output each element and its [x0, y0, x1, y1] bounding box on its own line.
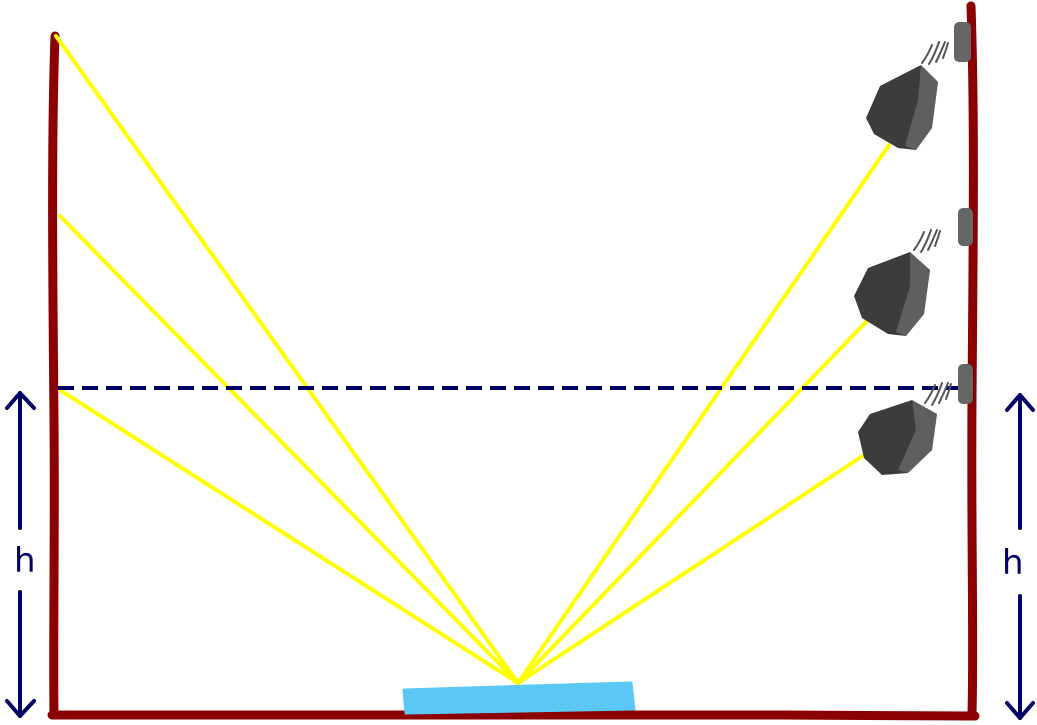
light-rays: [54, 34, 891, 685]
spotlight-icon: [858, 364, 973, 475]
lamps: [854, 22, 973, 475]
left-height-label: h: [14, 541, 36, 581]
room-walls: [47, 1, 980, 721]
right-height-arrow: [1005, 393, 1035, 720]
reflected-ray-middle: [58, 214, 520, 685]
spotlight-icon: [854, 208, 973, 336]
left-height-arrow: [5, 391, 36, 718]
right-height-label: h: [1002, 543, 1024, 583]
incident-ray-top: [516, 143, 891, 685]
reflected-ray-top: [54, 34, 520, 685]
mirror-icon: [402, 681, 636, 715]
floor: [47, 710, 980, 721]
reflected-ray-bottom: [58, 388, 520, 685]
left-wall: [48, 31, 60, 719]
spotlight-icon: [866, 22, 971, 150]
incident-ray-bottom: [516, 453, 866, 685]
right-wall: [966, 1, 978, 719]
incident-ray-middle: [516, 320, 868, 685]
